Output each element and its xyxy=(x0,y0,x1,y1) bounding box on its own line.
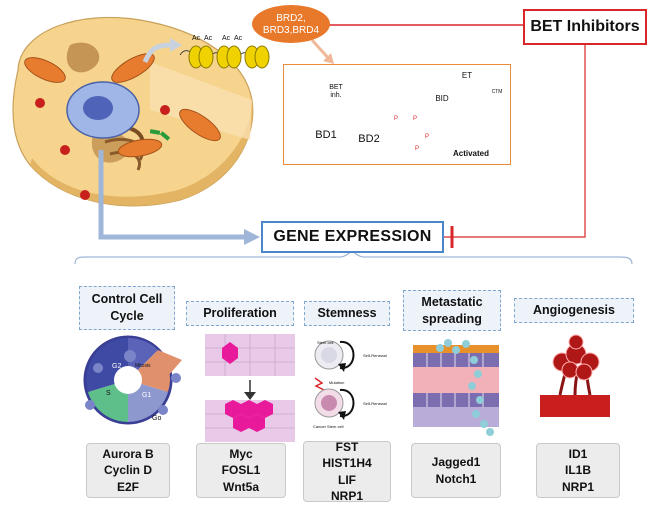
gene-name: Myc xyxy=(229,447,253,462)
ctm-label: CTM xyxy=(492,89,503,95)
gene-list-cell-cycle: Aurora B Cyclin D E2F xyxy=(86,443,170,498)
gene-name: E2F xyxy=(116,479,139,494)
activated-label: Activated xyxy=(453,149,489,158)
bd2-label: BD2 xyxy=(358,133,379,145)
category-proliferation: Proliferation xyxy=(186,301,294,326)
mitosis-label: Mitosis xyxy=(135,363,151,369)
stem-cell-label: Stem cell xyxy=(317,340,334,345)
gene-inhibition-line xyxy=(444,45,586,238)
gene-list-proliferation: Myc FOSL1 Wnt5a xyxy=(196,443,286,498)
ac-label: Ac xyxy=(222,35,231,42)
mechanism-labels: BET inh. BD1 BD2 NPS P P P P BID ET CTM … xyxy=(315,71,503,158)
mutation-label: Mutation xyxy=(329,380,344,385)
gene-name: Wnt5a xyxy=(223,479,259,494)
self-renewal-label: Self-Renewal xyxy=(363,353,387,358)
gene-name: Notch1 xyxy=(435,471,477,486)
gene-name: ID1 xyxy=(568,447,588,462)
stemness-illustration xyxy=(314,340,355,420)
ac-label: Ac xyxy=(234,35,243,42)
bet-inh-label-2: inh. xyxy=(330,92,341,99)
category-metastatic-spreading: Metastatic spreading xyxy=(403,290,501,331)
gene-name: Jagged1 xyxy=(431,455,481,470)
stemness-labels: Stem cell Self-Renewal Mutation Self-Ren… xyxy=(313,340,387,429)
gene-name: LIF xyxy=(338,472,356,487)
mechanism-box xyxy=(283,64,511,165)
gene-name: IL1B xyxy=(564,463,591,478)
metastasis-illustration xyxy=(413,339,499,436)
gene-name: HIST1H4 xyxy=(322,456,372,471)
proliferation-illustration xyxy=(205,334,295,442)
gene-list-angiogenesis: ID1 IL1B NRP1 xyxy=(536,443,620,498)
ac-label: Ac xyxy=(192,35,201,42)
brd-ellipse: BRD2, BRD3,BRD4 xyxy=(252,5,330,43)
bet-inhibitors-box: BET Inhibitors xyxy=(523,9,647,45)
gene-name: NRP1 xyxy=(561,479,594,494)
gene-list-stemness: FST HIST1H4 LIF NRP1 xyxy=(303,440,391,503)
et-label: ET xyxy=(462,71,472,80)
acetyl-labels: Ac Ac Ac Ac xyxy=(192,35,243,42)
phospho-label: P xyxy=(394,116,398,122)
g0-label: Go xyxy=(152,415,161,422)
phospho-label: P xyxy=(413,116,417,122)
gene-name: FOSL1 xyxy=(221,463,261,478)
cancer-stem-cell-label: Cancer Stem cell xyxy=(313,424,344,429)
cell-cycle-illustration xyxy=(83,335,182,425)
gene-expression-box: GENE EXPRESSION xyxy=(261,221,444,253)
g1-label: G1 xyxy=(142,392,151,399)
brd-label-line1: BRD2, xyxy=(276,13,305,24)
s-label: S xyxy=(106,390,111,397)
bd1-label: BD1 xyxy=(315,129,336,141)
phospho-label: P xyxy=(415,146,419,152)
nps-label: NPS xyxy=(401,126,410,131)
cell-cycle-labels: G2 Mitosis S G1 Go xyxy=(106,363,161,422)
cell-illustration xyxy=(12,16,254,207)
angiogenesis-illustration xyxy=(540,334,610,417)
self-renewal-label: Self-Renewal xyxy=(363,401,387,406)
g2-label: G2 xyxy=(112,363,121,370)
category-angiogenesis: Angiogenesis xyxy=(514,298,634,323)
brd-label-line2: BRD3,BRD4 xyxy=(263,25,320,36)
ac-label: Ac xyxy=(204,35,213,42)
category-control-cell-cycle: Control Cell Cycle xyxy=(79,286,175,330)
gene-list-metastasis: Jagged1 Notch1 xyxy=(411,443,501,498)
category-stemness: Stemness xyxy=(304,301,390,326)
gene-name: NRP1 xyxy=(330,488,363,503)
bet-inh-label-1: BET xyxy=(329,84,343,91)
gene-name: FST xyxy=(335,440,359,455)
bid-label: BID xyxy=(435,94,449,103)
gene-name: Cyclin D xyxy=(103,463,152,478)
phospho-label: P xyxy=(425,134,429,140)
nucleosome-chain xyxy=(179,45,270,69)
gene-name: Aurora B xyxy=(102,447,154,462)
brd-arrow xyxy=(310,38,332,62)
